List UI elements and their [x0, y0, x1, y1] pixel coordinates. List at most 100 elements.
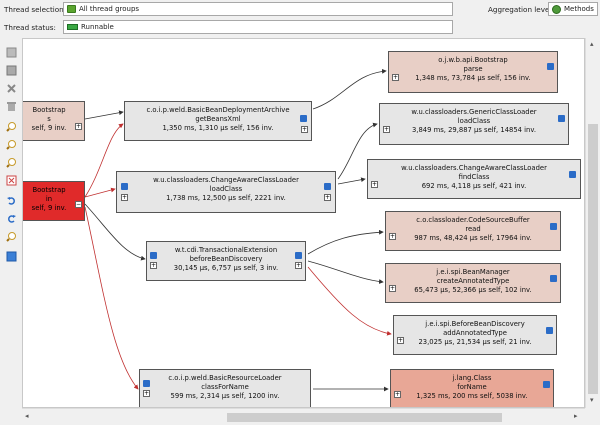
call-node-before-bean-discovery[interactable]: j.e.i.spi.BeforeBeanDiscovery addAnnotat…	[393, 315, 557, 355]
thread-selection-value: All thread groups	[79, 5, 140, 13]
zoom-fit-icon[interactable]	[5, 156, 18, 169]
method-node-icon	[558, 115, 565, 122]
edge-n5-n12	[307, 266, 392, 336]
node-stats: 3,849 ms, 29,887 µs self, 14854 inv.	[411, 126, 537, 134]
call-node-change-aware-classloader-loadclass[interactable]: w.u.classloaders.ChangeAwareClassLoader …	[116, 171, 336, 213]
node-class: w.t.cdi.TransactionalExtension	[174, 246, 278, 254]
collapse-toggle-icon[interactable]: +	[75, 123, 82, 130]
redo-icon[interactable]	[5, 212, 18, 225]
node-method: getBeansXml	[195, 115, 241, 123]
call-node-bean-manager[interactable]: j.e.i.spi.BeanManager createAnnotatedTyp…	[385, 263, 561, 303]
expand-toggle-icon[interactable]: +	[383, 126, 390, 133]
method-node-icon	[546, 327, 553, 334]
node-stats: 65,473 µs, 52,366 µs self, 102 inv.	[414, 286, 532, 294]
call-node-generic-classloader[interactable]: w.u.classloaders.GenericClassLoader load…	[379, 103, 569, 145]
expand-toggle-icon[interactable]: +	[121, 194, 128, 201]
expand-toggle-icon[interactable]: +	[371, 181, 378, 188]
node-method: classForName	[201, 383, 249, 391]
node-method: read	[465, 225, 481, 233]
call-node-basic-resource-loader[interactable]: c.o.i.p.weld.BasicResourceLoader classFo…	[139, 369, 311, 407]
pan-icon[interactable]	[5, 64, 18, 77]
scroll-up-icon[interactable]: ▴	[590, 40, 594, 48]
vertical-scroll-thumb[interactable]	[588, 124, 598, 394]
node-stats: 1,348 ms, 73,784 µs self, 156 inv.	[415, 74, 531, 82]
zoom-out-icon[interactable]	[5, 138, 18, 151]
call-node-bootstrap-1[interactable]: Bootstrap s self, 9 inv. +	[23, 101, 85, 141]
call-node-change-aware-classloader-findclass[interactable]: w.u.classloaders.ChangeAwareClassLoader …	[367, 159, 581, 199]
expand-toggle-icon[interactable]: +	[295, 262, 302, 269]
method-node-icon	[569, 171, 576, 178]
node-method: s	[47, 115, 51, 123]
zoom-in-icon[interactable]	[5, 120, 18, 133]
call-node-basic-bean-deployment-archive[interactable]: c.o.i.p.weld.BasicBeanDeploymentArchive …	[124, 101, 312, 141]
expand-toggle-icon[interactable]: +	[150, 262, 157, 269]
node-stats: 599 ms, 2,314 µs self, 1200 inv.	[170, 392, 280, 400]
aggregation-dropdown[interactable]: Methods	[548, 2, 598, 16]
select-icon[interactable]	[5, 46, 18, 59]
thread-group-icon	[67, 5, 76, 13]
node-stats: 1,325 ms, 200 ms self, 5038 inv.	[416, 392, 528, 400]
delete-icon[interactable]	[5, 82, 18, 95]
call-node-transactional-extension[interactable]: w.t.cdi.TransactionalExtension beforeBea…	[146, 241, 306, 281]
call-node-class-forname[interactable]: j.lang.Class forName 1,325 ms, 200 ms se…	[390, 369, 554, 407]
fit-all-icon[interactable]	[5, 174, 18, 187]
expand-toggle-icon[interactable]: +	[397, 337, 404, 344]
method-node-icon	[550, 223, 557, 230]
node-stats: 692 ms, 4,118 µs self, 421 inv.	[421, 182, 527, 190]
find-icon[interactable]	[5, 230, 18, 243]
horizontal-scrollbar[interactable]: ◂ ▸	[22, 408, 585, 425]
collapse-toggle-icon[interactable]: −	[75, 201, 82, 208]
edge-n2-n5	[84, 203, 146, 261]
method-node-icon	[150, 252, 157, 259]
node-class: w.u.classloaders.ChangeAwareClassLoader	[153, 176, 299, 184]
expand-toggle-icon[interactable]: +	[394, 391, 401, 398]
trash-icon[interactable]	[5, 100, 18, 113]
expand-toggle-icon[interactable]: +	[301, 126, 308, 133]
undo-icon[interactable]	[5, 194, 18, 207]
method-node-icon	[143, 380, 150, 387]
edge-n2-n3	[84, 123, 124, 198]
method-node-icon	[324, 183, 331, 190]
expand-toggle-icon[interactable]: +	[389, 285, 396, 292]
thread-status-value: Runnable	[81, 23, 114, 31]
thread-status-dropdown[interactable]: Runnable	[63, 20, 453, 34]
expand-toggle-icon[interactable]: +	[392, 74, 399, 81]
edge-n2-n6	[84, 206, 139, 390]
call-node-bootstrap-parse[interactable]: o.j.w.b.api.Bootstrap parse 1,348 ms, 73…	[388, 51, 558, 93]
edge-n5-n10	[307, 229, 384, 255]
node-method: in	[45, 195, 53, 203]
expand-toggle-icon[interactable]: +	[324, 194, 331, 201]
method-node-icon	[300, 115, 307, 122]
node-method: loadClass	[457, 117, 491, 125]
node-stats: self, 9 inv.	[31, 204, 67, 212]
edge-n5-n11	[307, 260, 384, 284]
aggregation-label: Aggregation level:	[488, 5, 554, 14]
call-node-code-source-buffer[interactable]: c.o.classloader.CodeSourceBuffer read 98…	[385, 211, 561, 251]
aggregation-value: Methods	[564, 5, 594, 13]
thread-selection-dropdown[interactable]: All thread groups	[63, 2, 453, 16]
node-method: loadClass	[209, 185, 243, 193]
call-graph-edges	[84, 68, 392, 392]
edge-n1-n3	[84, 110, 124, 120]
scroll-left-icon[interactable]: ◂	[25, 412, 29, 420]
horizontal-scroll-thumb[interactable]	[227, 413, 502, 422]
node-class: o.j.w.b.api.Bootstrap	[438, 56, 508, 64]
scroll-down-icon[interactable]: ▾	[590, 396, 594, 404]
node-class: w.u.classloaders.ChangeAwareClassLoader	[401, 164, 547, 172]
expand-toggle-icon[interactable]: +	[389, 233, 396, 240]
node-stats: 987 ms, 48,424 µs self, 17964 inv.	[414, 234, 532, 242]
thread-status-label: Thread status:	[4, 23, 56, 32]
node-stats: 30,145 µs, 6,757 µs self, 3 inv.	[173, 264, 279, 272]
vertical-scrollbar[interactable]: ▴ ▾	[585, 38, 600, 408]
scroll-right-icon[interactable]: ▸	[574, 412, 578, 420]
call-graph-canvas[interactable]: Bootstrap s self, 9 inv. + Bootstrap in …	[22, 38, 585, 408]
method-node-icon	[543, 381, 550, 388]
node-class: w.u.classloaders.GenericClassLoader	[411, 108, 537, 116]
expand-toggle-icon[interactable]: +	[143, 390, 150, 397]
edge-n3-n7	[312, 68, 387, 110]
thread-options-bar: Thread selection: All thread groups Thre…	[0, 0, 600, 38]
node-method: beforeBeanDiscovery	[189, 255, 263, 263]
edge-n2-n4	[84, 187, 116, 198]
call-node-bootstrap-2[interactable]: Bootstrap in self, 9 inv. −	[23, 181, 85, 221]
export-icon[interactable]	[5, 250, 18, 263]
